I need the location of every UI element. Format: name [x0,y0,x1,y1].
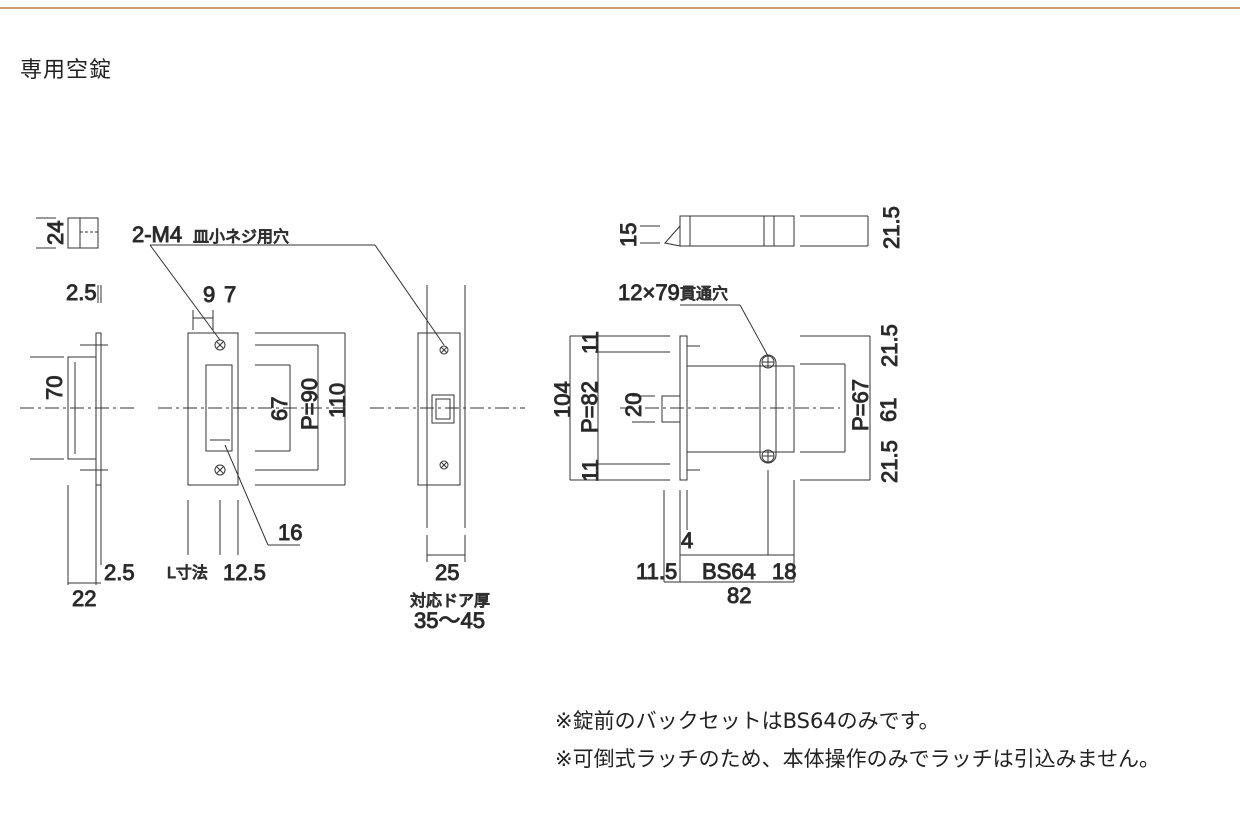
dim-61: 61 [876,398,901,422]
screw-hole-label: 2-M4 [132,222,182,247]
dim-67-strike: 67 [267,397,292,421]
through-hole-note: 貫通穴 [680,285,728,303]
latch-bolt [661,395,681,423]
latch-top [664,224,681,247]
dim-21-5-mid-top: 21.5 [877,324,902,367]
dim-p90: P=90 [297,378,322,430]
top-divider [0,7,1240,9]
strike-opening [205,364,233,452]
dim-21-5-mid-bottom: 21.5 [877,440,902,483]
dim-2-5-bottom: 2.5 [104,560,135,585]
dim-104: 104 [550,381,575,418]
l-size-label: L寸法 [167,564,208,582]
dim-12-5: 12.5 [223,560,266,585]
note-latch: ※可倒式ラッチのため、本体操作のみでラッチは引込みません。 [555,747,1160,771]
dim-9: 9 [203,282,215,307]
lock-faceplate [417,332,461,486]
strike-top-detail [67,217,99,249]
strike-front-view [149,244,445,555]
dim-15: 15 [616,223,641,247]
dim-70: 70 [42,376,67,400]
dim-25: 25 [435,560,459,585]
screw-hole-leader [149,244,221,341]
latch-window [431,394,455,424]
dim-2-5-top: 2.5 [66,280,97,305]
lock-case [686,365,795,453]
dim-11-top: 11 [578,331,603,354]
width-leader [224,444,269,546]
faceplate-screw-bottom [439,460,449,470]
dim-18: 18 [772,559,796,584]
screw-hole-bottom [214,464,226,476]
dim-p67: P=67 [848,379,873,431]
dim-16: 16 [278,520,302,545]
dim-22: 22 [72,586,96,611]
dim-21-5-top: 21.5 [879,206,904,249]
notes: ※錠前のバックセットはBS64のみです。 ※可倒式ラッチのため、本体操作のみでラ… [555,702,1160,778]
dim-bs64: BS64 [702,559,756,584]
strike-plate-edge [95,332,102,486]
door-thickness-range: 35～45 [414,608,485,633]
strike-side-view [20,217,135,585]
dim-24: 24 [43,221,68,245]
strike-plate-front [187,332,239,486]
note-backset: ※錠前のバックセットはBS64のみです。 [555,709,940,733]
dim-110: 110 [325,383,350,418]
through-hole-label: 12×79 [618,280,680,305]
dim-11-5: 11.5 [636,559,677,584]
faceplate-screw-top [439,345,449,355]
lock-body-view [569,215,871,583]
dim-20: 20 [621,393,646,417]
dim-4: 4 [681,528,693,553]
dim-7: 7 [224,282,236,307]
dim-11-bottom: 11 [578,459,603,482]
dim-82: 82 [727,583,751,608]
through-hole-slot [759,354,777,464]
door-thickness-label: 対応ドア厚 [410,592,490,610]
lock-faceplate-view [370,285,525,562]
screw-hole-note: 皿小ネジ用穴 [193,228,289,246]
page-title: 専用空錠 [20,58,113,83]
dim-p82: P=82 [577,381,602,433]
